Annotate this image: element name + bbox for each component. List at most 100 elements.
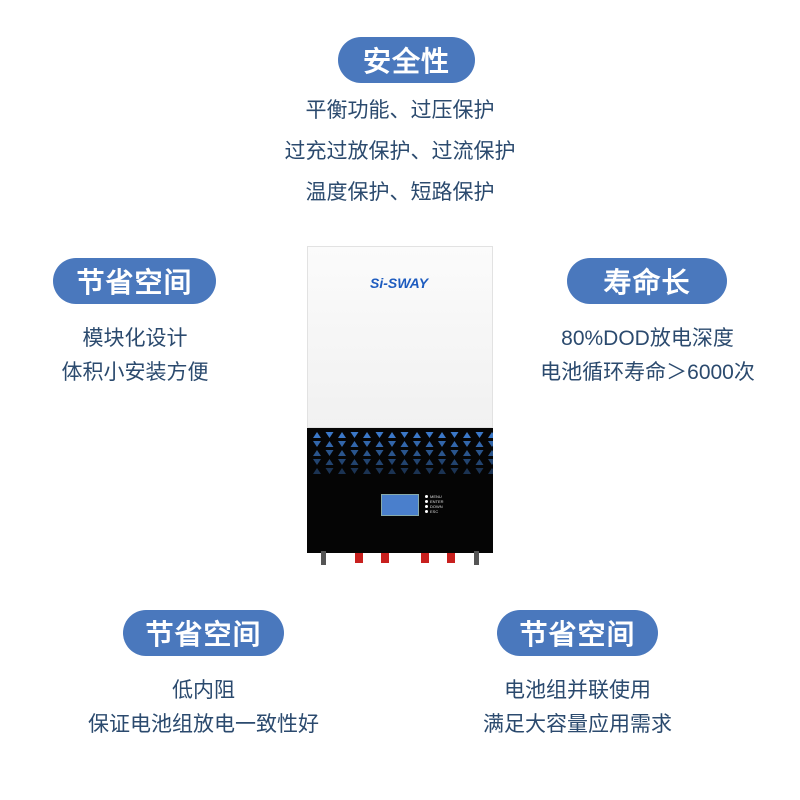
feature-line: 温度保护、短路保护 [305, 181, 495, 204]
pattern-triangle [425, 450, 434, 456]
brand-logo: Si-SWAY [370, 275, 429, 291]
pattern-triangle [325, 432, 334, 438]
device-foot [321, 551, 326, 565]
safety-badge: 安全性 [338, 37, 475, 83]
battery-device-image: Si-SWAY MENU ENTER DOWN ESC [307, 246, 493, 566]
pattern-triangle [475, 450, 484, 456]
pattern-triangle [475, 432, 484, 438]
safety-features: 平衡功能、过压保护 过充过放保护、过流保护 温度保护、短路保护 [250, 90, 550, 213]
pattern-triangle [413, 441, 421, 447]
pattern-triangle [463, 450, 471, 456]
pattern-triangle [450, 468, 459, 474]
pattern-triangle [463, 459, 471, 465]
feature-line: 平衡功能、过压保护 [305, 99, 495, 122]
pattern-triangle [438, 468, 446, 474]
pattern-triangle [450, 432, 459, 438]
pattern-triangle [438, 450, 446, 456]
feature-line: 模块化设计 [82, 327, 188, 350]
pattern-triangle [450, 459, 459, 465]
pattern-triangle [400, 450, 409, 456]
device-control-panel: MENU ENTER DOWN ESC [307, 428, 493, 553]
pattern-triangle [438, 459, 446, 465]
pattern-triangle [475, 468, 484, 474]
pattern-triangle [363, 432, 371, 438]
pattern-triangle [338, 450, 346, 456]
device-foot [474, 551, 479, 565]
low-resistance-features: 低内阻 保证电池组放电一致性好 [50, 674, 357, 742]
pattern-triangle [450, 450, 459, 456]
pattern-triangle [438, 432, 446, 438]
feature-line: 低内阻 [172, 679, 235, 702]
pattern-triangle [363, 441, 371, 447]
pattern-triangle [338, 468, 346, 474]
pattern-triangle [488, 468, 493, 474]
pattern-triangle [400, 441, 409, 447]
pattern-triangle [338, 432, 346, 438]
device-front-panel: Si-SWAY [307, 246, 493, 428]
pattern-triangle [313, 450, 321, 456]
pattern-triangle [363, 459, 371, 465]
pattern-triangle [413, 432, 421, 438]
pattern-triangle [363, 450, 371, 456]
pattern-triangle [325, 441, 334, 447]
feature-line: 电池组并联使用 [504, 679, 651, 702]
pattern-triangle [388, 432, 396, 438]
terminal [421, 553, 429, 563]
terminal [355, 553, 363, 563]
terminal [381, 553, 389, 563]
pattern-triangle [375, 459, 384, 465]
pattern-triangle [463, 468, 471, 474]
pattern-triangle [463, 432, 471, 438]
pattern-triangle [488, 459, 493, 465]
space-saving-features: 模块化设计 体积小安装方便 [20, 322, 250, 390]
parallel-badge: 节省空间 [497, 610, 658, 656]
feature-line: 80%DOD放电深度 [561, 327, 734, 350]
pattern-triangle [363, 468, 371, 474]
pattern-triangle [425, 432, 434, 438]
pattern-triangle [488, 450, 493, 456]
pattern-triangle [338, 441, 346, 447]
feature-line: 过充过放保护、过流保护 [284, 140, 516, 163]
pattern-triangle [400, 468, 409, 474]
pattern-triangle [413, 468, 421, 474]
pattern-triangle [313, 432, 321, 438]
pattern-triangle [400, 432, 409, 438]
parallel-features: 电池组并联使用 满足大容量应用需求 [440, 674, 715, 742]
pattern-triangle [338, 459, 346, 465]
pattern-triangle [463, 441, 471, 447]
pattern-triangle [413, 459, 421, 465]
pattern-triangle [375, 450, 384, 456]
pattern-triangle [350, 432, 359, 438]
pattern-triangle [488, 432, 493, 438]
feature-line: 保证电池组放电一致性好 [88, 713, 319, 736]
pattern-triangle [375, 432, 384, 438]
pattern-triangle [388, 441, 396, 447]
pattern-triangle [350, 459, 359, 465]
pattern-triangle [388, 459, 396, 465]
pattern-triangle [425, 441, 434, 447]
long-life-badge: 寿命长 [567, 258, 727, 304]
lcd-screen [381, 494, 419, 516]
terminal [447, 553, 455, 563]
device-keys: MENU ENTER DOWN ESC [425, 494, 444, 514]
key-label: DOWN [425, 504, 443, 509]
feature-line: 体积小安装方便 [61, 361, 209, 384]
pattern-triangle [375, 441, 384, 447]
pattern-triangle [313, 459, 321, 465]
pattern-triangle [400, 459, 409, 465]
key-label: MENU [425, 494, 442, 499]
pattern-triangle [313, 441, 321, 447]
pattern-triangle [350, 450, 359, 456]
pattern-triangle [438, 441, 446, 447]
pattern-triangle [425, 459, 434, 465]
key-label: ESC [425, 509, 438, 514]
key-label: ENTER [425, 499, 444, 504]
feature-line: 电池循环寿命＞6000次 [540, 361, 755, 384]
space-saving-badge: 节省空间 [53, 258, 216, 304]
pattern-triangle [425, 468, 434, 474]
pattern-triangle [388, 450, 396, 456]
feature-line: 满足大容量应用需求 [483, 713, 672, 736]
pattern-triangle [488, 441, 493, 447]
pattern-triangle [350, 468, 359, 474]
pattern-triangle [313, 468, 321, 474]
